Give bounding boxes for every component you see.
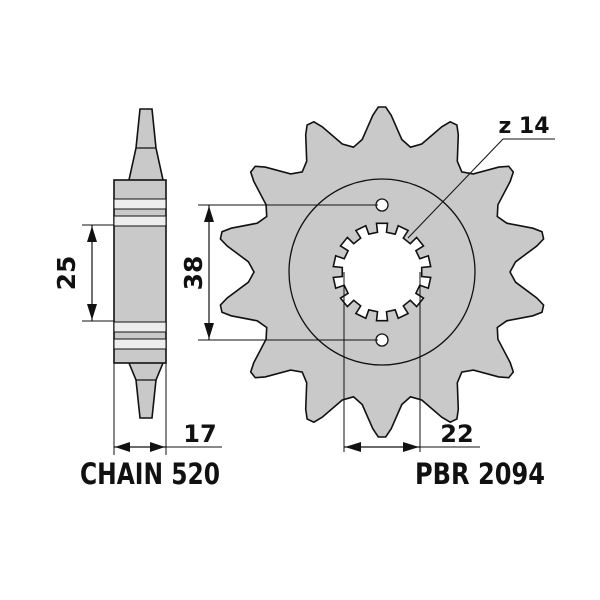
spline-bore: [332, 222, 432, 322]
arrowhead: [204, 323, 214, 339]
dim-25-label: 25: [52, 256, 81, 291]
side-band: [113, 215, 167, 227]
arrowhead: [403, 442, 419, 452]
side-band: [113, 198, 167, 210]
chain-label: CHAIN 520: [80, 457, 220, 491]
hub-circle: [288, 178, 476, 366]
arrowhead: [115, 442, 130, 452]
dim-38-label: 38: [179, 256, 208, 291]
side-view: 25 17: [52, 108, 222, 455]
dim-22-label: 22: [440, 420, 473, 448]
dim-17-label: 17: [183, 420, 216, 448]
arrowhead: [150, 442, 165, 452]
arrowhead: [87, 304, 97, 320]
arrowhead: [345, 442, 361, 452]
arrowhead: [87, 226, 97, 242]
part-number-label: PBR 2094: [415, 457, 545, 491]
arrowhead: [204, 206, 214, 222]
front-view: 38 22 z 14: [179, 106, 555, 452]
side-band: [113, 321, 167, 333]
teeth-count-label: z 14: [498, 114, 549, 139]
teeth-leader: [407, 138, 504, 239]
side-band: [113, 338, 167, 350]
